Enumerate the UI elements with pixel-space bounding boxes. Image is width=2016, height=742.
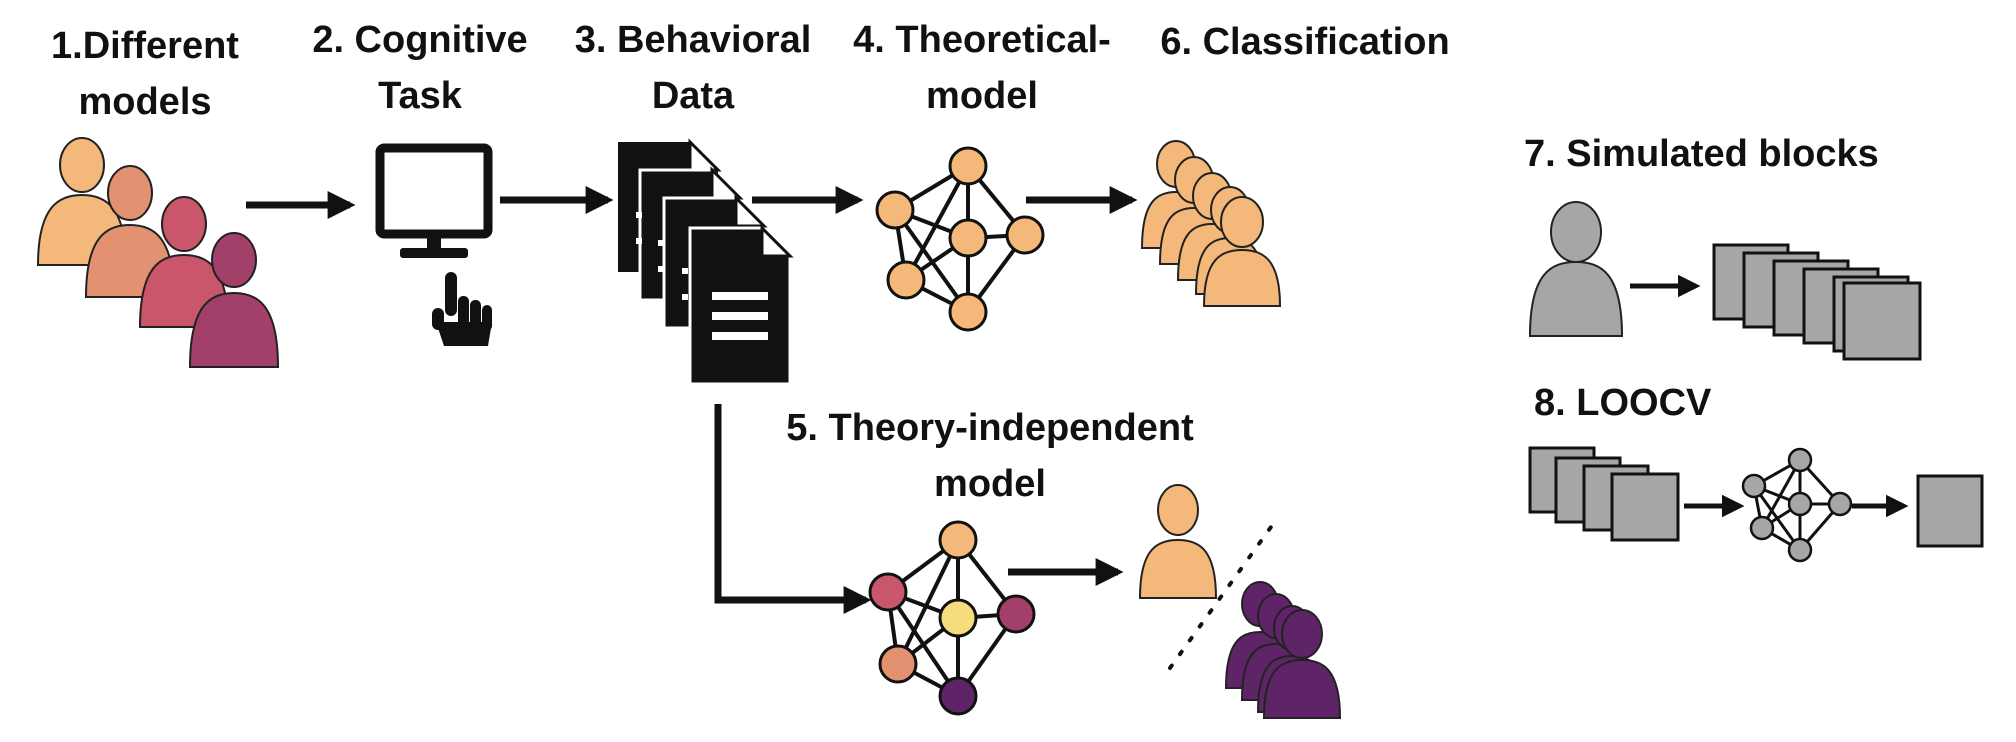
purple-people-group	[1224, 581, 1342, 719]
grey-person	[1528, 201, 1624, 337]
peach-person	[1138, 484, 1218, 599]
behavioral-data-documents-icon	[618, 138, 794, 386]
classification-people-icon	[1140, 140, 1282, 307]
step-3-line2: Data	[651, 75, 735, 117]
different-models-people-icon	[36, 137, 280, 368]
computer-monitor-icon	[375, 143, 493, 258]
step-3-label: 3. Behavioral Data	[558, 12, 828, 124]
step-7-label: 7. Simulated blocks	[1524, 126, 1924, 182]
step-8-label: 8. LOOCV	[1534, 375, 1734, 431]
hand-pointer-icon	[432, 272, 492, 346]
theoretical-model-network-icon	[875, 146, 1045, 332]
step-1-label: 1.Different models	[20, 18, 270, 130]
step-7-line1: 7. Simulated blocks	[1524, 133, 1879, 175]
step-2-label: 2. Cognitive Task	[300, 12, 540, 124]
arrow-data-to-theory-independent	[714, 404, 872, 614]
theory-independent-network-icon	[868, 520, 1036, 716]
document-4	[688, 224, 794, 386]
simulated-blocks-icon	[1528, 201, 1922, 361]
step-8-line1: 8. LOOCV	[1534, 382, 1712, 424]
loocv-icon	[1528, 446, 1984, 563]
step-4-line2: model	[926, 75, 1038, 117]
separator-dotted-line	[1168, 518, 1278, 670]
step-6-line1: 6. Classification	[1160, 21, 1450, 63]
step-3-line1: 3. Behavioral	[574, 19, 812, 61]
training-blocks	[1528, 446, 1680, 542]
step-4-label: 4. Theoretical- model	[832, 12, 1132, 124]
step-5-label: 5. Theory-independent model	[745, 400, 1235, 512]
step-1-line1: 1.Different	[51, 25, 239, 67]
person-plum	[188, 232, 280, 368]
step-5-line2: model	[934, 463, 1046, 505]
step-4-line1: 4. Theoretical-	[853, 19, 1111, 61]
separated-groups-icon	[1138, 484, 1342, 719]
step-6-label: 6. Classification	[1140, 14, 1470, 70]
test-block	[1916, 474, 1984, 548]
step-5-line1: 5. Theory-independent	[786, 407, 1194, 449]
step-2-line1: 2. Cognitive	[312, 19, 528, 61]
step-2-line2: Task	[378, 75, 462, 117]
step-1-line2: models	[78, 81, 212, 123]
loocv-network	[1741, 447, 1853, 563]
